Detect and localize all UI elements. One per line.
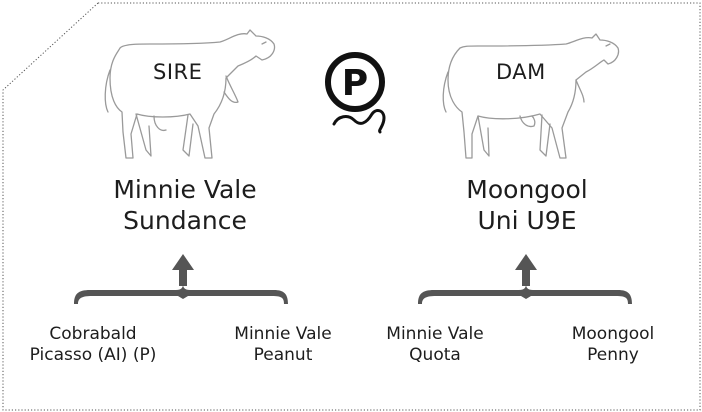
dam-name-line1: Moongool bbox=[466, 175, 588, 204]
sire-sire-line1: Cobrabald bbox=[49, 324, 137, 344]
dam-lineage-bracket bbox=[418, 254, 632, 304]
polled-symbol-icon: P bbox=[325, 52, 386, 134]
dam-name: Moongool Uni U9E bbox=[422, 174, 632, 237]
dam-dam-line2: Penny bbox=[587, 345, 639, 366]
dam-dam-name: Moongool Penny bbox=[548, 324, 678, 367]
sire-dam-name: Minnie Vale Peanut bbox=[218, 324, 348, 367]
dam-card-label: DAM bbox=[496, 60, 546, 84]
polled-symbol-letter: P bbox=[342, 63, 368, 104]
cow-outline-icon bbox=[442, 33, 620, 159]
sire-card-label: SIRE bbox=[153, 60, 203, 84]
dam-name-line2: Uni U9E bbox=[477, 206, 577, 236]
sire-lineage-bracket bbox=[74, 254, 288, 304]
sire-name: Minnie Vale Sundance bbox=[80, 174, 290, 237]
sire-dam-line1: Minnie Vale bbox=[234, 324, 332, 344]
sire-dam-line2: Peanut bbox=[253, 345, 313, 366]
bull-outline-icon bbox=[104, 29, 276, 159]
sire-name-line2: Sundance bbox=[123, 206, 247, 236]
sire-sire-name: Cobrabald Picasso (AI) (P) bbox=[18, 324, 168, 367]
sire-sire-line2: Picasso (AI) (P) bbox=[29, 345, 157, 366]
dam-dam-line1: Moongool bbox=[571, 324, 655, 344]
dam-sire-line1: Minnie Vale bbox=[386, 324, 484, 344]
dam-sire-line2: Quota bbox=[409, 345, 461, 366]
dam-sire-name: Minnie Vale Quota bbox=[370, 324, 500, 367]
sire-name-line1: Minnie Vale bbox=[113, 175, 257, 204]
